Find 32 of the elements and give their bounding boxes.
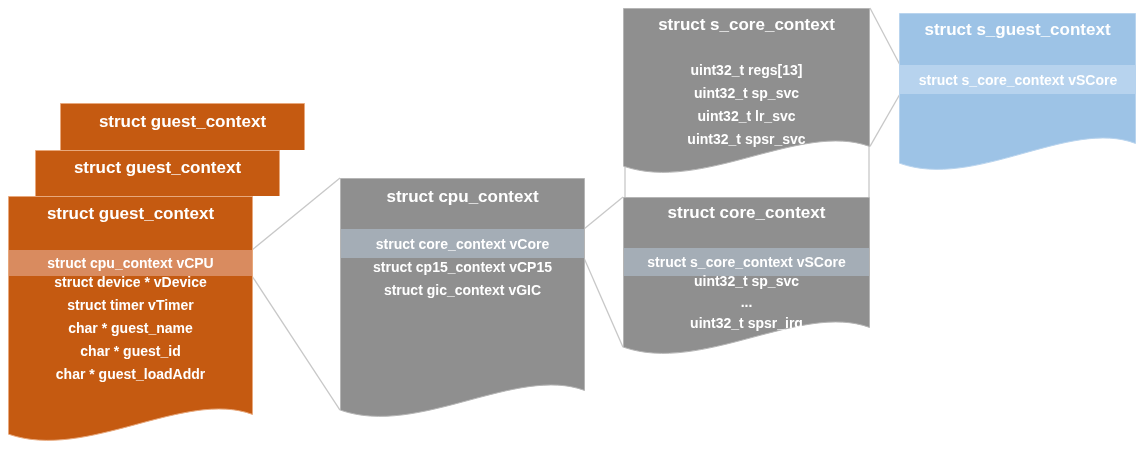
struct-title: struct s_core_context — [658, 15, 835, 35]
field-text: ... — [740, 294, 753, 310]
leader-line — [869, 93, 901, 148]
field-text: uint32_t lr_svc — [697, 108, 796, 124]
highlighted-field-text: struct core_context vCore — [341, 229, 584, 258]
leader-line — [583, 196, 624, 230]
leader-line — [868, 145, 870, 198]
field-text: struct gic_context vGIC — [383, 282, 542, 298]
struct-title: struct guest_context — [98, 112, 267, 132]
field-text: char * guest_name — [68, 320, 193, 336]
struct-title: struct core_context — [667, 203, 826, 223]
highlighted-field-text: struct s_core_context vSCore — [624, 248, 869, 276]
field-text: struct cp15_context vCP15 — [373, 259, 552, 275]
highlighted-field-text: struct cpu_context vCPU — [9, 250, 252, 276]
field-text: uint32_t sp_svc — [693, 85, 800, 101]
field-text: char * guest_id — [80, 343, 181, 359]
struct-title: struct cpu_context — [386, 187, 539, 207]
struct-title: struct guest_context — [46, 204, 215, 224]
field-text: uint32_t sp_svc — [693, 273, 800, 289]
leader-line — [251, 275, 341, 411]
field-text: uint32_t regs[13] — [690, 62, 803, 78]
field-text: char * guest_loadAddr — [55, 366, 206, 382]
field-text: struct device * vDevice — [54, 274, 207, 290]
highlighted-field-text: struct s_core_context vSCore — [900, 65, 1136, 94]
document-card — [60, 103, 305, 150]
struct-title: struct guest_context — [73, 158, 242, 178]
leader-line — [624, 165, 626, 198]
leader-line — [251, 177, 341, 251]
struct-title: struct s_guest_context — [924, 20, 1111, 40]
document-card — [35, 150, 280, 196]
field-text: struct timer vTimer — [67, 297, 194, 313]
field-text: uint32_t spsr_svc — [687, 131, 806, 147]
